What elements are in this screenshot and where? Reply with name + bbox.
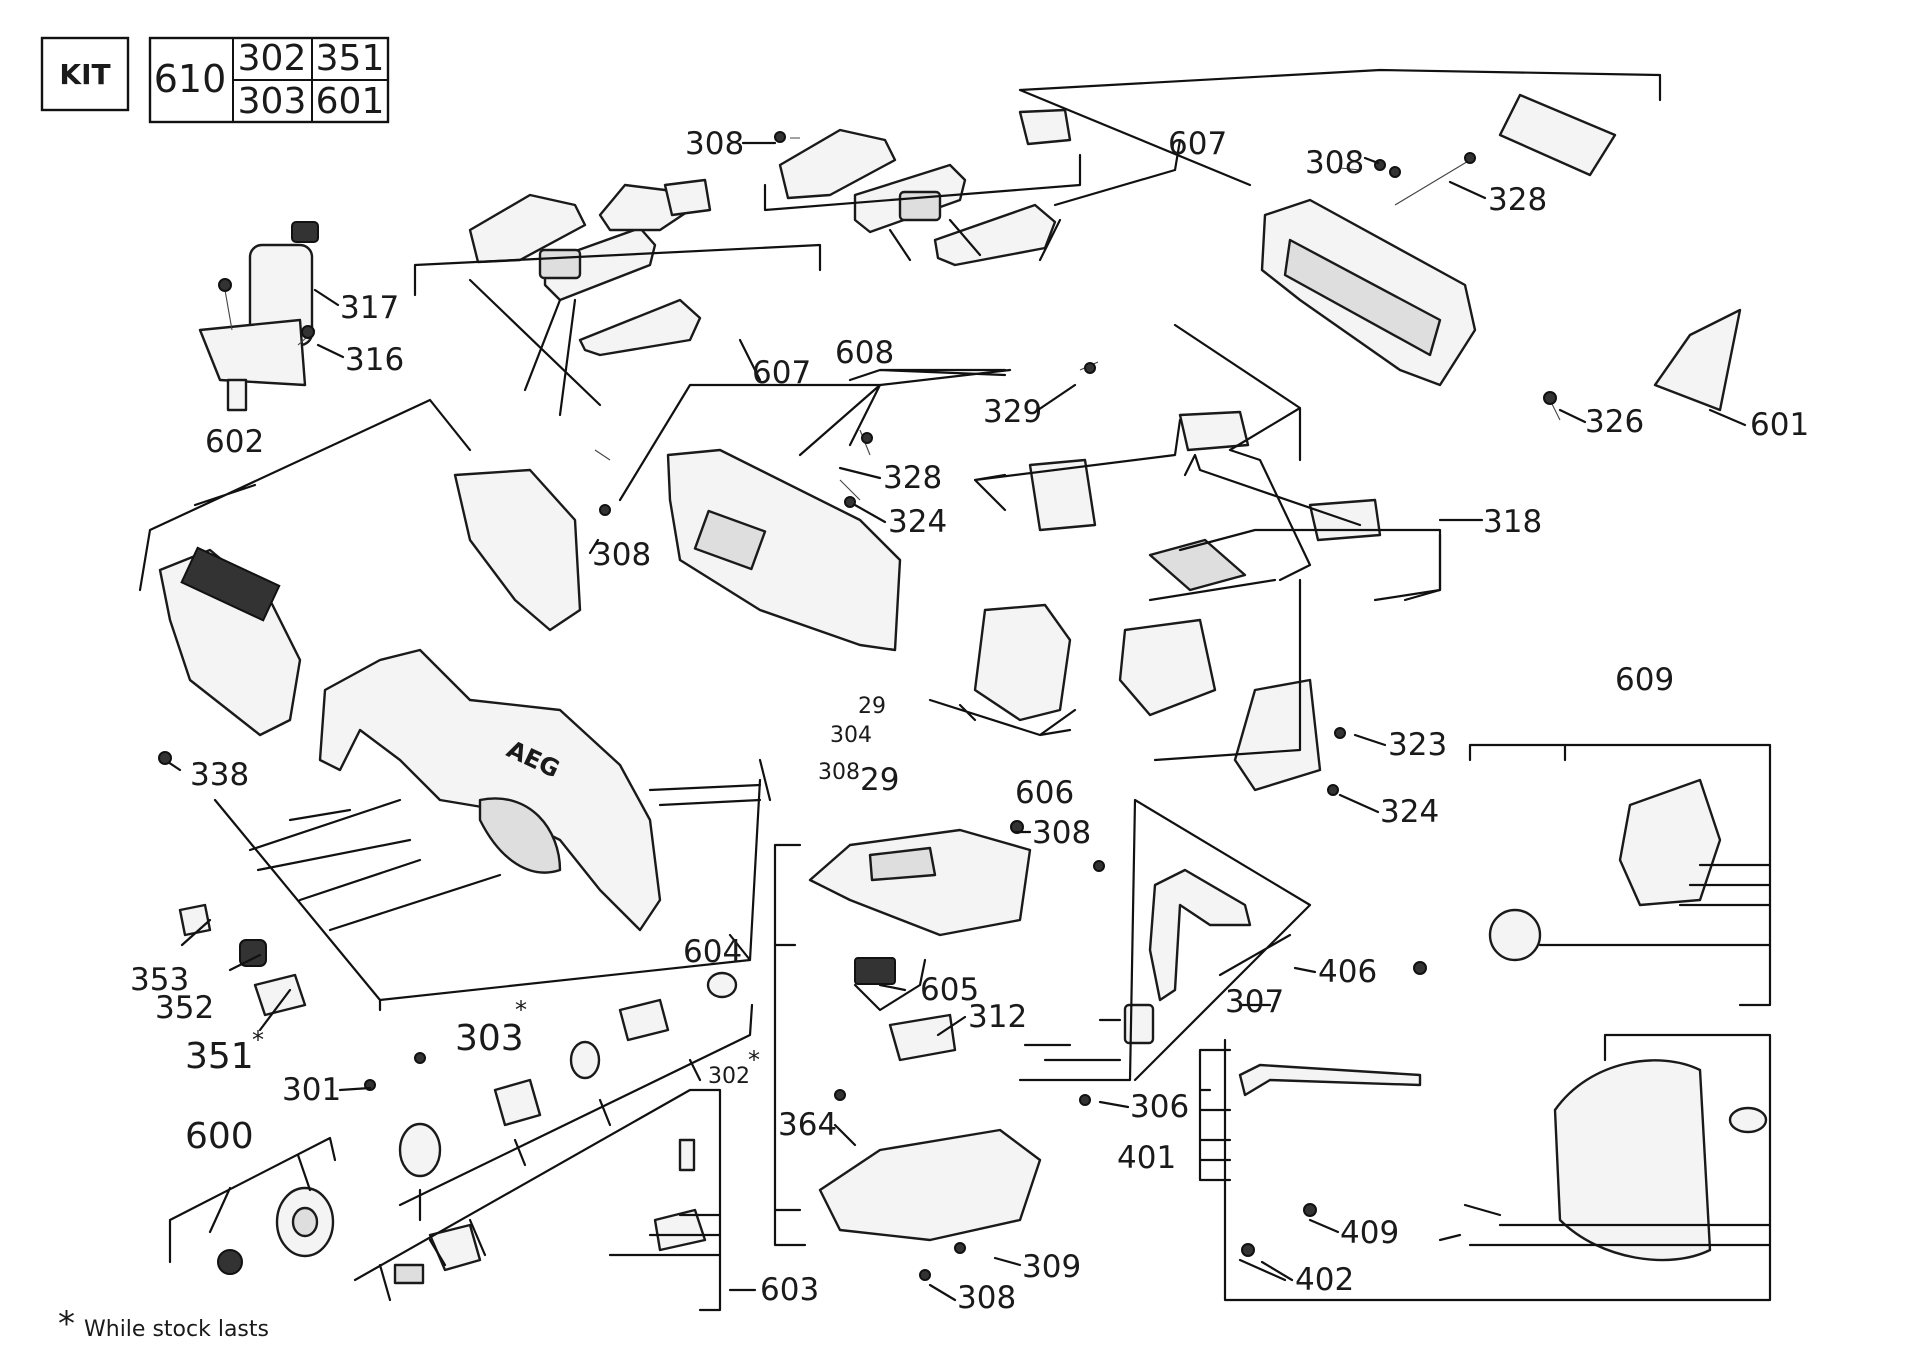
callout-353: 353 (130, 962, 189, 998)
handle-cover-right (778, 108, 1072, 267)
callout-318: 318 (1483, 504, 1542, 540)
kit-cell-302: 302 (238, 38, 307, 79)
callout-609: 609 (1615, 662, 1674, 698)
callout-608: 608 (835, 335, 894, 371)
lower-guard (1238, 778, 1768, 1262)
callout-306: 306 (1130, 1089, 1189, 1125)
callout-402: 402 (1295, 1262, 1354, 1298)
callout-601: 601 (1750, 407, 1809, 443)
callout-29: 29 (858, 694, 886, 719)
part-drawings: AEG (158, 93, 1768, 1285)
callout-600: 600 (185, 1116, 254, 1157)
callout-364: 364 (778, 1107, 837, 1143)
field-stator (973, 603, 1322, 792)
callout-328: 328 (1488, 182, 1547, 218)
motor-housing-upper (1260, 93, 1742, 412)
footnote-marker: * (58, 1304, 75, 1344)
callout-301: 301 (282, 1072, 341, 1108)
callout-308: 308 (685, 126, 744, 162)
callout-309: 309 (1022, 1249, 1081, 1285)
callout-leaders (313, 141, 1747, 1302)
kit-cell-351: 351 (316, 38, 385, 79)
callout-338: 338 (190, 757, 249, 793)
callout-303: 303 (455, 1018, 524, 1059)
kit-label-box (40, 36, 130, 112)
callout-351: 351 (185, 1036, 254, 1077)
footnote-text: While stock lasts (84, 1317, 269, 1342)
motor-bracket (666, 448, 902, 652)
callout-308: 308 (957, 1280, 1016, 1316)
kit-table: KIT 610 302 351 303 601 (40, 36, 390, 124)
handle-cover-left (468, 178, 712, 357)
callout-607: 607 (1168, 126, 1227, 162)
callout-307: 307 (1225, 984, 1284, 1020)
callout-308: 308 (592, 537, 651, 573)
electronics-module (1028, 410, 1382, 592)
gearbox-cover (158, 468, 582, 737)
callout-302: 302 (708, 1064, 750, 1089)
callout-308: 308 (1032, 815, 1091, 851)
callout-605: 605 (920, 972, 979, 1008)
callout-316: 316 (345, 342, 404, 378)
blade-guard-main: AEG (318, 648, 662, 932)
callout-607: 607 (752, 355, 811, 391)
stock-mark-302: * (748, 1046, 760, 1074)
callout-323: 323 (1388, 727, 1447, 763)
callout-352: 352 (155, 990, 214, 1026)
callout-308: 308 (818, 760, 860, 785)
kit-cell-303: 303 (238, 81, 307, 122)
callout-328: 328 (883, 460, 942, 496)
leader-lines (138, 68, 1772, 1312)
callout-602: 602 (205, 424, 264, 460)
callout-606: 606 (1015, 775, 1074, 811)
screws (158, 131, 1561, 1281)
kit-cell-601: 601 (316, 81, 385, 122)
lock-button-parts (178, 903, 307, 1017)
callout-304: 304 (830, 723, 872, 748)
callout-604: 604 (683, 934, 742, 970)
outer-flange (217, 1186, 335, 1275)
callout-317: 317 (340, 290, 399, 326)
armature-assembly (198, 221, 319, 412)
callout-326: 326 (1585, 404, 1644, 440)
lever-parts (393, 1138, 707, 1285)
callout-29: 29 (860, 762, 899, 798)
callout-401: 401 (1117, 1140, 1176, 1176)
footnote: * While stock lasts (58, 1304, 269, 1344)
callout-324: 324 (1380, 794, 1439, 830)
base-housing (808, 828, 1042, 1242)
callout-324: 324 (888, 504, 947, 540)
kit-main-number: 610 (154, 57, 227, 101)
callout-409: 409 (1340, 1215, 1399, 1251)
callout-329: 329 (983, 394, 1042, 430)
callout-308: 308 (1305, 145, 1364, 181)
spindle-parts (398, 971, 738, 1178)
callout-312: 312 (968, 999, 1027, 1035)
stock-mark-351: * (252, 1026, 264, 1054)
kit-label: KIT (59, 58, 110, 91)
callout-numbers: 308 607 308 328 317 316 607 608 329 326 … (130, 126, 1809, 1316)
callout-406: 406 (1318, 954, 1377, 990)
callout-603: 603 (760, 1272, 819, 1308)
stock-mark-303: * (515, 996, 527, 1024)
